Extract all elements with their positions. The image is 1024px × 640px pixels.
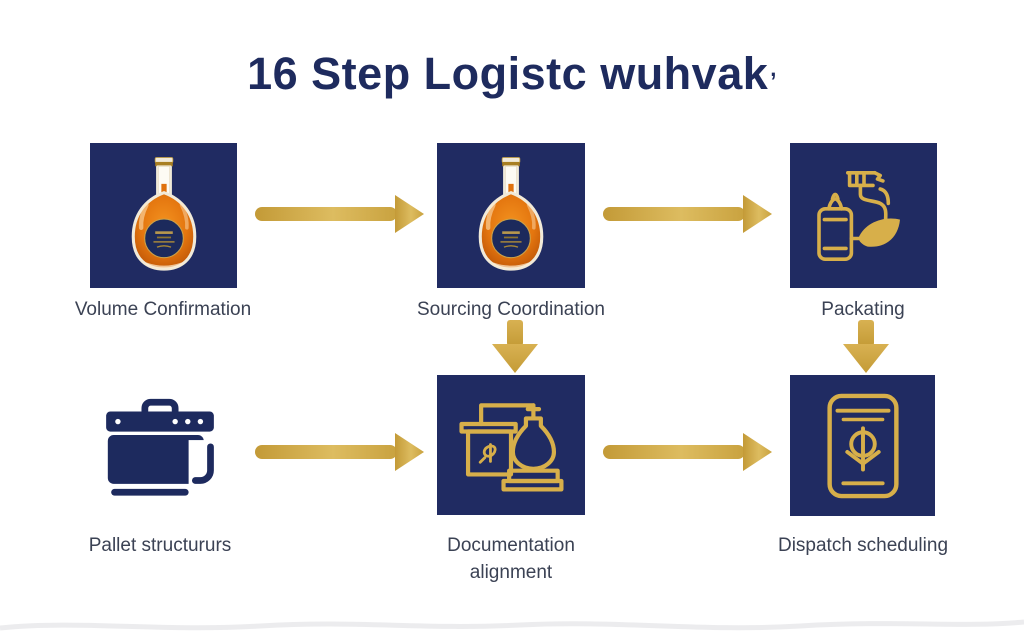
arrow-down-icon [840,320,892,374]
arrow-down-icon [489,320,541,374]
step-label-pallet-structururs: Pallet structururs [88,535,232,556]
bottle-leaf-icon [816,170,900,261]
step-card-pallet-structururs [101,398,219,499]
step-card-packating [790,143,937,288]
cognac-bottle-icon [478,157,544,271]
box-flask-icon [459,402,564,491]
step-card-dispatch-scheduling [790,375,935,516]
tablet-plant-icon [826,393,899,498]
step-label-dispatch-scheduling: Dispatch scheduling [777,535,949,556]
step-label-documentation-alignment: Documentation alignment [447,535,575,583]
bottom-wave-decoration [0,619,1024,631]
briefcase-icon [106,398,219,496]
step-card-volume-confirmation [90,143,237,288]
arrow-right-icon [253,194,425,234]
arrow-right-icon [601,194,773,234]
step-label-volume-confirmation: Volume Confirmation [74,299,252,320]
page-title-mark: , [770,56,777,81]
step-label-packating: Packating [821,299,905,320]
page-title-text: 16 Step Logistc wuhvak [247,48,769,99]
step-label-sourcing-coordination: Sourcing Coordination [416,299,605,320]
page-title: 16 Step Logistc wuhvak, [0,48,1024,100]
step-card-sourcing-coordination [437,143,585,288]
arrow-right-icon [253,432,425,472]
step-card-documentation-alignment [437,375,585,515]
arrow-right-icon [601,432,773,472]
cognac-bottle-icon [131,157,196,271]
